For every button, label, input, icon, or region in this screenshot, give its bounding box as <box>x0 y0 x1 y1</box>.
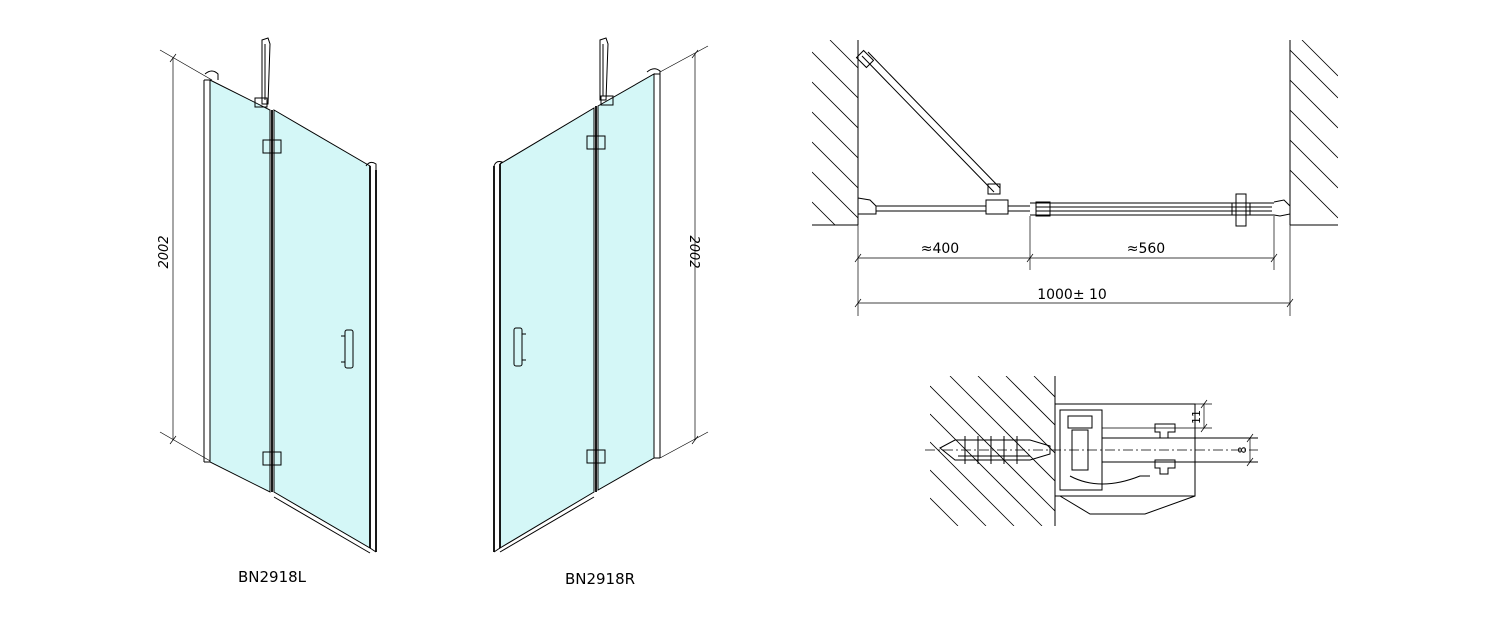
hinge-top-right <box>586 135 606 150</box>
door-handle-left <box>344 329 354 369</box>
view-bn2918r: 2002 BN2918R <box>493 37 709 588</box>
height-dimension-right: 2002 <box>659 45 709 459</box>
wall-right <box>1289 40 1338 226</box>
plan-fixed-panel <box>857 197 1030 215</box>
view-label-left: BN2918L <box>238 568 307 586</box>
view-bn2918l: 2002 BN2918L <box>157 37 377 586</box>
plan-support-bar <box>855 49 1001 195</box>
wall-profile <box>1054 403 1196 515</box>
hinge-bottom-right <box>586 449 606 464</box>
plan-door-panel <box>1030 193 1291 227</box>
hinge-bottom-left <box>262 451 282 466</box>
profile-dimensions: 11 8 <box>1102 399 1254 467</box>
ceiling-support-right <box>599 37 614 106</box>
view-label-right: BN2918R <box>565 570 635 588</box>
height-dimension-left: 2002 <box>157 49 213 463</box>
fixed-glass-panel-left <box>209 79 271 493</box>
height-label-left: 2002 <box>157 235 172 268</box>
profile-glass <box>925 437 1258 463</box>
door-handle-right <box>513 327 523 367</box>
profile-detail: 11 8 <box>925 376 1258 526</box>
ceiling-support-left <box>254 37 271 108</box>
plan-handle <box>1235 193 1247 227</box>
fixed-glass-panel-right <box>597 73 655 491</box>
dimension-door-part: ≈560 <box>1127 241 1165 257</box>
door-glass-panel-left <box>273 109 371 549</box>
door-glass-panel-right <box>499 107 595 549</box>
dimension-total-width: 1000± 10 <box>1037 287 1107 303</box>
wall-dowel <box>939 436 1051 464</box>
wall-left <box>812 40 859 226</box>
dimension-glass-thickness: 8 <box>1236 447 1249 454</box>
hinge-top-left <box>262 139 282 154</box>
dimension-profile-depth: 11 <box>1190 410 1203 424</box>
height-label-right: 2002 <box>686 235 701 268</box>
plan-view: ≈400 ≈560 1000± 10 <box>812 40 1338 316</box>
plan-dimensions: ≈400 ≈560 1000± 10 <box>854 216 1294 316</box>
dimension-fixed-part: ≈400 <box>921 241 959 257</box>
